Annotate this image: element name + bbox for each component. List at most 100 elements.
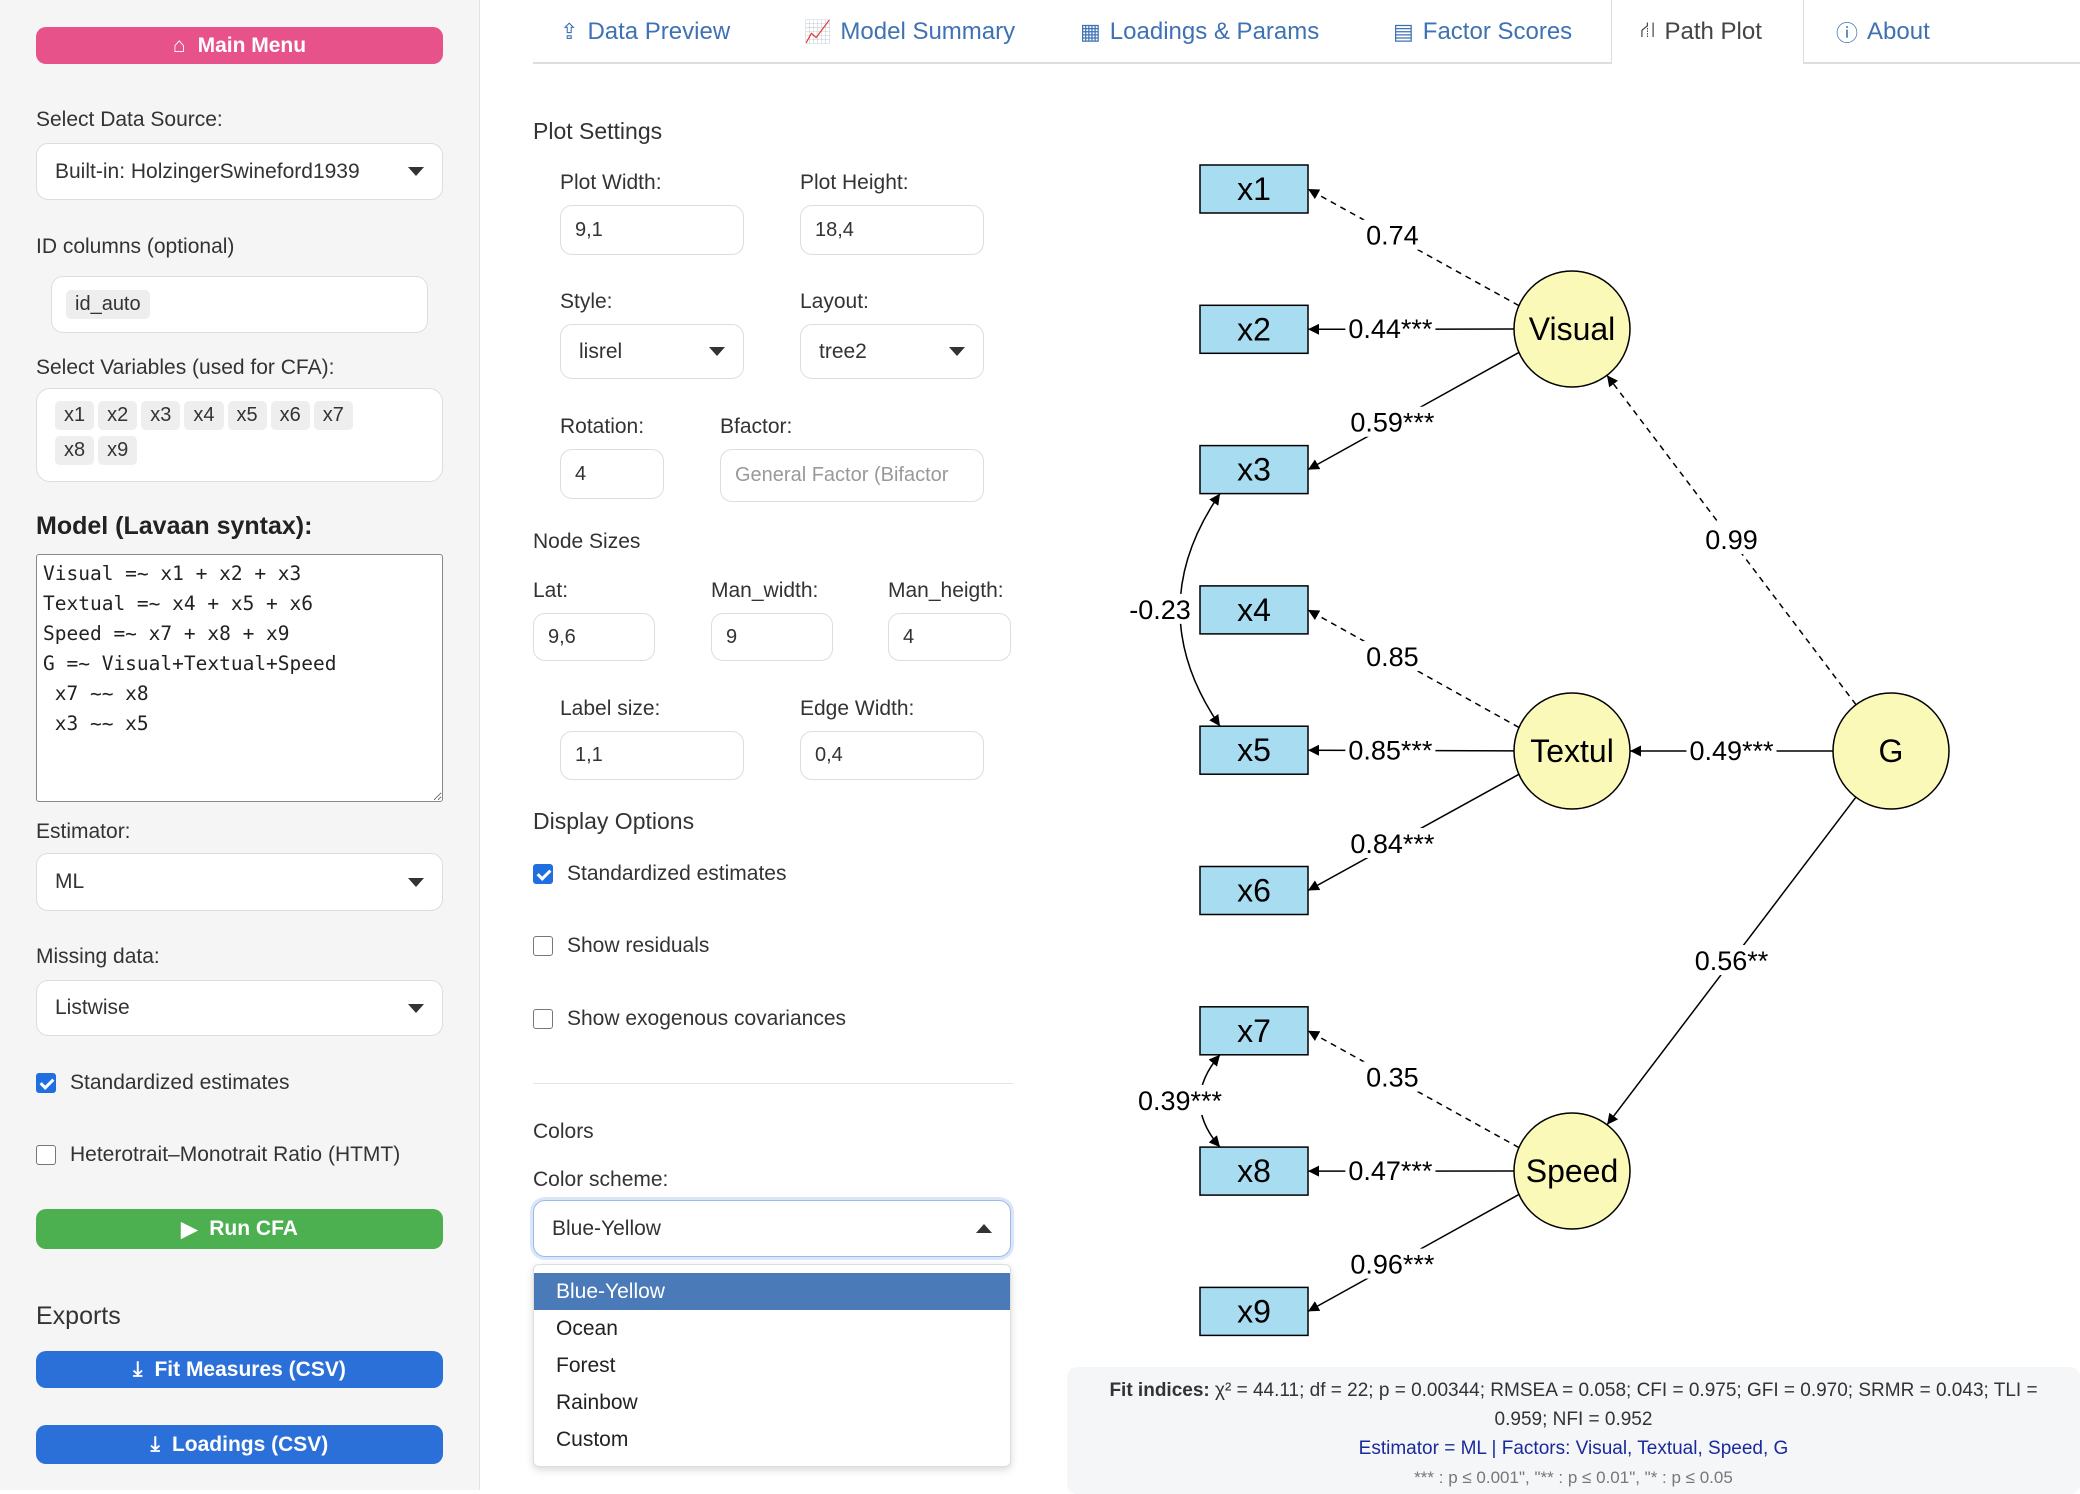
color-option[interactable]: Blue-Yellow [534,1273,1010,1310]
export-loadings-button[interactable]: ⤓Loadings (CSV) [36,1425,443,1464]
man-width-label: Man_width: [711,579,818,603]
estimator-select[interactable]: ML [36,853,443,911]
plot-width-input[interactable]: 9,1 [560,205,744,255]
standardized-checkbox[interactable] [36,1073,56,1093]
color-option[interactable]: Forest [534,1347,1010,1384]
variable-chip[interactable]: x6 [271,401,310,430]
variable-chip[interactable]: x3 [141,401,180,430]
chevron-down-icon [408,878,424,887]
tab-path-plot[interactable]: ⛙Path Plot [1640,0,1762,63]
display-options-heading: Display Options [533,808,694,835]
data-source-label: Select Data Source: [36,108,223,132]
model-label: Model (Lavaan syntax): [36,512,312,541]
covariance-label: 0.39*** [1138,1086,1223,1116]
sidebar: ⌂Main Menu Select Data Source: Built-in:… [0,0,480,1490]
download-icon: ⤓ [133,1358,142,1382]
svg-text:x1: x1 [1237,171,1271,207]
lat-input[interactable]: 9,6 [533,613,655,661]
main-menu-button[interactable]: ⌂Main Menu [36,27,443,64]
color-option[interactable]: Ocean [534,1310,1010,1347]
color-scheme-label: Color scheme: [533,1168,668,1192]
line-chart-icon: 📈 [804,19,831,45]
variable-chip[interactable]: x7 [314,401,353,430]
opt-residuals-checkbox[interactable] [533,936,553,956]
covariance-label: -0.23 [1129,595,1191,625]
loading-label: 0.74 [1366,221,1419,251]
download-icon: ⤓ [151,1433,160,1457]
htmt-checkbox-row[interactable]: Heterotrait–Monotrait Ratio (HTMT) [36,1143,400,1167]
manifest-node-x6: x6 [1200,867,1308,915]
latent-node-textul: Textul [1514,693,1630,809]
variable-chip[interactable]: x8 [55,436,94,465]
colors-heading: Colors [533,1120,594,1144]
htmt-checkbox[interactable] [36,1145,56,1165]
tab-factor-scores[interactable]: ▤Factor Scores [1393,0,1572,63]
missing-data-select[interactable]: Listwise [36,980,443,1036]
chevron-down-icon [408,167,424,176]
manifest-node-x1: x1 [1200,165,1308,213]
layout-select[interactable]: tree2 [800,324,984,379]
style-select[interactable]: lisrel [560,324,744,379]
tab-loadings-params[interactable]: ▦Loadings & Params [1080,0,1319,63]
lat-label: Lat: [533,579,568,603]
manifest-node-x2: x2 [1200,305,1308,353]
home-icon: ⌂ [173,34,186,58]
estimator-line: Estimator = ML | Factors: Visual, Textua… [1067,1434,2080,1463]
edge-width-input[interactable]: 0,4 [800,731,984,780]
exports-label: Exports [36,1302,121,1331]
plot-width-label: Plot Width: [560,171,662,195]
color-option[interactable]: Rainbow [534,1384,1010,1421]
variable-chip[interactable]: x4 [184,401,223,430]
label-size-input[interactable]: 1,1 [560,731,744,780]
man-height-label: Man_heigth: [888,579,1004,603]
style-label: Style: [560,290,613,314]
loading-label: 0.49*** [1689,736,1774,766]
svg-text:Visual: Visual [1529,311,1616,347]
run-cfa-button[interactable]: ▶Run CFA [36,1209,443,1249]
node-sizes-heading: Node Sizes [533,530,640,554]
opt-exo-checkbox[interactable] [533,1009,553,1029]
svg-text:Textul: Textul [1530,733,1614,769]
plot-height-label: Plot Height: [800,171,909,195]
loading-label: 0.59*** [1350,408,1435,438]
bfactor-label: Bfactor: [720,415,792,439]
plot-height-input[interactable]: 18,4 [800,205,984,255]
opt-residuals-row[interactable]: Show residuals [533,934,709,958]
color-scheme-select[interactable]: Blue-Yellow [533,1200,1011,1257]
data-source-select[interactable]: Built-in: HolzingerSwineford1939 [36,143,443,200]
opt-exo-row[interactable]: Show exogenous covariances [533,1007,846,1031]
loading-label: 0.84*** [1350,829,1435,859]
rotation-input[interactable]: 4 [560,449,664,499]
chevron-down-icon [949,347,965,356]
estimator-label: Estimator: [36,820,131,844]
man-height-input[interactable]: 4 [888,613,1011,661]
id-chip[interactable]: id_auto [66,290,150,319]
variable-chip[interactable]: x1 [55,401,94,430]
variable-chip[interactable]: x5 [228,401,267,430]
loading-label: 0.35 [1366,1063,1419,1093]
model-textarea[interactable]: Visual =~ x1 + x2 + x3 Textual =~ x4 + x… [36,554,443,802]
opt-std-row[interactable]: Standardized estimates [533,862,786,886]
opt-std-checkbox[interactable] [533,864,553,884]
id-columns-input[interactable]: id_auto [51,276,428,333]
variable-chip[interactable]: x2 [98,401,137,430]
edge-width-label: Edge Width: [800,697,914,721]
info-icon: ⓘ [1836,16,1858,48]
export-fit-button[interactable]: ⤓Fit Measures (CSV) [36,1351,443,1388]
man-width-input[interactable]: 9 [711,613,833,661]
label-size-label: Label size: [560,697,660,721]
tab-data-preview[interactable]: ⇪Data Preview [560,0,730,63]
bfactor-input[interactable]: General Factor (Bifactor [720,449,984,502]
svg-text:x2: x2 [1237,311,1271,347]
tab-model-summary[interactable]: 📈Model Summary [804,0,1015,63]
loading-label: 0.44*** [1348,314,1433,344]
color-option[interactable]: Custom [534,1421,1010,1458]
divider [533,1083,1013,1084]
standardized-checkbox-row[interactable]: Standardized estimates [36,1071,289,1095]
svg-text:Speed: Speed [1526,1153,1619,1189]
fit-indices-panel: Fit indices: χ² = 44.11; df = 22; p = 0.… [1067,1367,2080,1494]
svg-text:x4: x4 [1237,592,1271,628]
variable-chip[interactable]: x9 [98,436,137,465]
